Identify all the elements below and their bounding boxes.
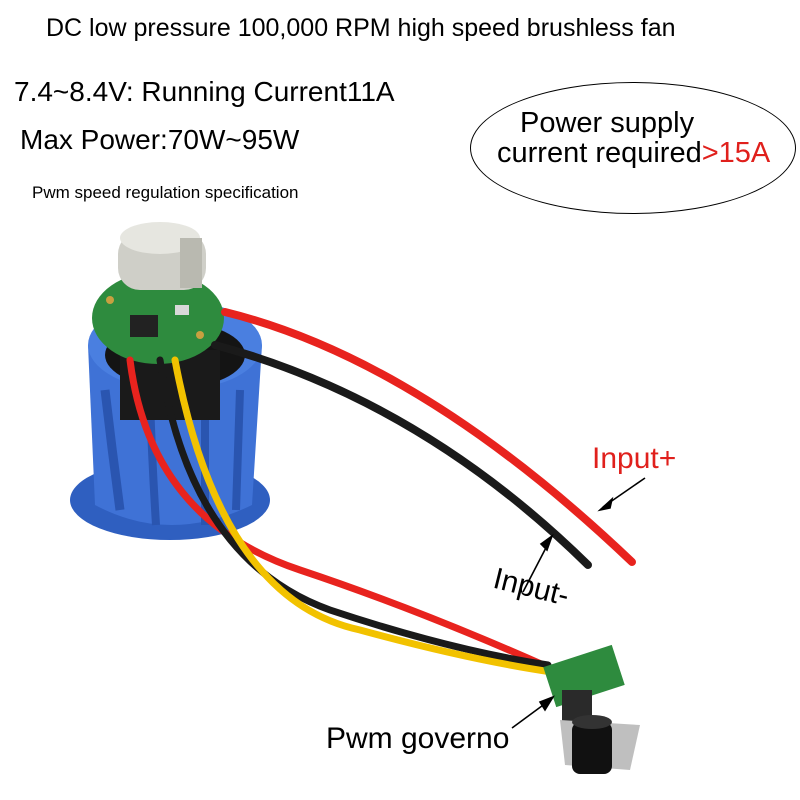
pwm-governor-label: Pwm governo — [326, 722, 510, 755]
power-supply-callout — [470, 82, 796, 214]
page-title: DC low pressure 100,000 RPM high speed b… — [46, 14, 676, 42]
callout-required-current: >15A — [701, 137, 771, 169]
wires — [126, 308, 636, 676]
pwm-spec-caption: Pwm speed regulation specification — [32, 183, 299, 202]
knob-icon — [572, 715, 612, 774]
input-plus-label: Input+ — [592, 442, 677, 475]
motor-pcb — [92, 272, 224, 364]
voltage-current-spec: 7.4~8.4V: Running Current11A — [14, 76, 395, 107]
pwm-governor-module — [543, 644, 640, 774]
max-power-spec: Max Power:70W~95W — [20, 124, 300, 155]
callout-line-1: Power supply — [520, 107, 695, 139]
arrow-icon — [511, 477, 646, 729]
capacitor-icon — [118, 222, 206, 290]
callout-line-2-prefix: current required — [497, 137, 702, 169]
callout-line-2: current required>15A — [497, 137, 770, 170]
